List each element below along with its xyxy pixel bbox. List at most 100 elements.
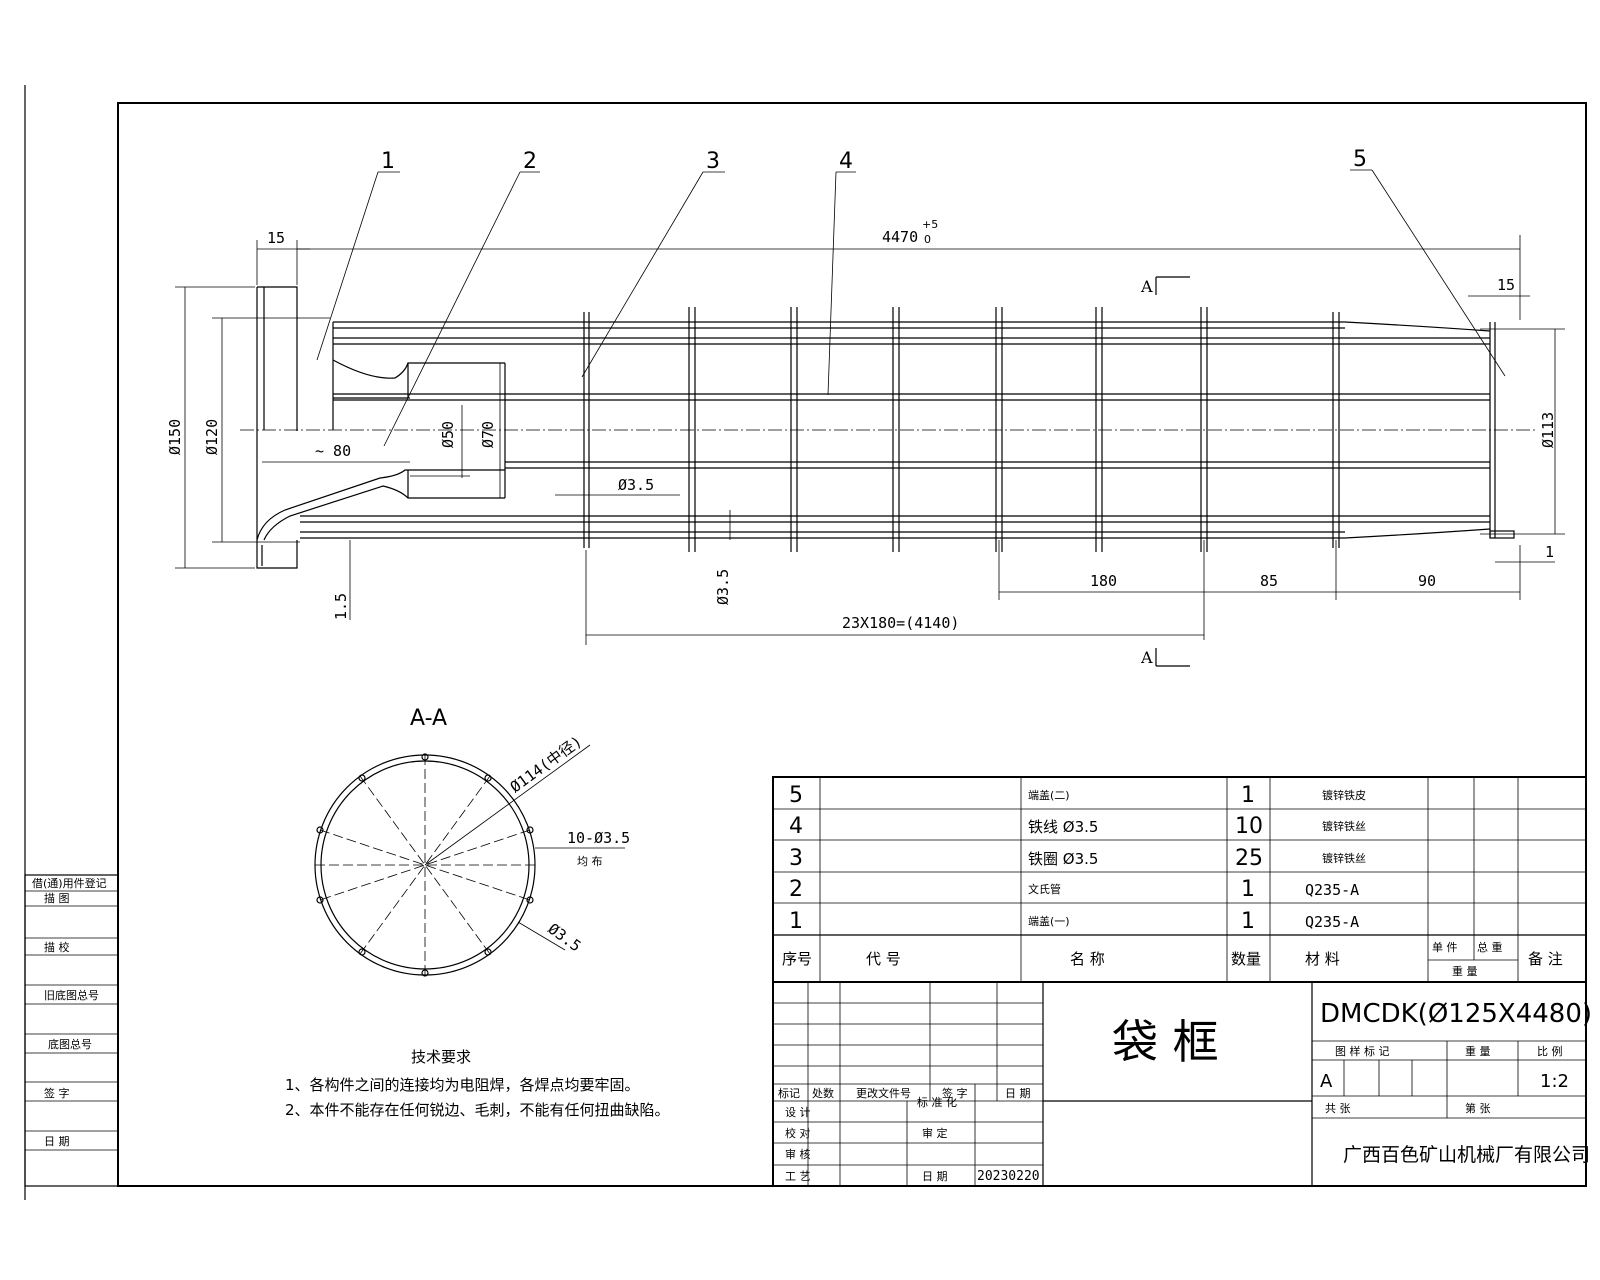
- bom-seq: 4: [789, 814, 803, 839]
- section-mark-bottom: A: [1140, 648, 1153, 667]
- dim-90: 90: [1418, 572, 1436, 590]
- role-label: 审 核: [785, 1147, 811, 1161]
- role-label: 日 期: [922, 1170, 948, 1183]
- dim-right-flange: 15: [1497, 276, 1515, 294]
- bom-table: 5 端盖(二) 1 镀锌铁皮 4 铁线 Ø3.5 10 镀锌铁丝 3 铁圈 Ø3…: [772, 776, 1587, 983]
- side-label: 描 校: [44, 940, 70, 954]
- bom-qty: 1: [1241, 877, 1255, 902]
- role-label: 校 对: [785, 1126, 811, 1140]
- main-view: [240, 286, 1535, 569]
- role-label: 标 准 化: [917, 1095, 957, 1109]
- dim-overall: 4470: [882, 228, 918, 246]
- balloon-2: 2: [523, 149, 537, 174]
- bom-row: 3 铁圈 Ø3.5 25 镀锌铁丝: [789, 846, 1366, 871]
- rev-header: 日 期: [1005, 1087, 1031, 1100]
- dim-180: 180: [1090, 572, 1117, 590]
- bom-header-weight: 重 量: [1452, 964, 1478, 978]
- bom-seq: 5: [789, 783, 803, 808]
- tech-line-1: 1、各构件之间的连接均为电阻焊，各焊点均要牢固。: [285, 1076, 640, 1094]
- title-block: 标记 处数 更改文件号 签 字 日 期 设 计 校 对 审 核 工 艺 标 准 …: [772, 981, 1592, 1187]
- side-label: 底图总号: [48, 1037, 92, 1051]
- dim-tol-upper: +5: [922, 218, 938, 231]
- bom-header-seq: 序号: [782, 950, 812, 968]
- sheet-border: [24, 85, 1587, 1200]
- stage-value: A: [1320, 1071, 1333, 1092]
- bom-header-code: 代 号: [866, 950, 901, 968]
- bom-header-unit-weight: 单 件: [1432, 941, 1458, 954]
- dim-wire-b: Ø3.5: [714, 569, 732, 605]
- scale-value: 1:2: [1540, 1071, 1569, 1092]
- bom-row: 5 端盖(二) 1 镀锌铁皮: [789, 783, 1366, 808]
- dim-d113: Ø113: [1539, 412, 1557, 448]
- bom-name: 端盖(一): [1028, 914, 1070, 928]
- dim-d150: Ø150: [166, 419, 184, 455]
- part-name: 袋 框: [1112, 1015, 1219, 1069]
- dim-wire-a: Ø3.5: [618, 476, 654, 494]
- bom-name: 端盖(二): [1028, 788, 1070, 802]
- balloon-3: 3: [706, 149, 720, 174]
- dim-left-flange: 15: [267, 229, 285, 247]
- bom-name: 铁线 Ø3.5: [1028, 818, 1098, 836]
- section-holes-note: 均 布: [577, 855, 603, 868]
- balloons: 1 2 3 4 5: [316, 147, 1506, 447]
- bom-material: 镀锌铁丝: [1322, 819, 1366, 833]
- bom-qty: 1: [1241, 783, 1255, 808]
- section-title: A-A: [410, 706, 447, 731]
- bom-header-name: 名 称: [1070, 950, 1105, 968]
- bom-header-qty: 数量: [1231, 950, 1261, 968]
- drawing-no: DMCDK(Ø125X4480): [1320, 999, 1592, 1029]
- tech-requirements: 技术要求 1、各构件之间的连接均为电阻焊，各焊点均要牢固。 2、本件不能存在任何…: [285, 1048, 670, 1119]
- dim-d70: Ø70: [479, 421, 497, 448]
- dim-d120: Ø120: [203, 419, 221, 455]
- sheet-no: 第 张: [1465, 1101, 1491, 1115]
- balloon-1: 1: [381, 149, 395, 174]
- dim-gap: 1: [1545, 543, 1554, 561]
- bom-material: 镀锌铁皮: [1322, 788, 1366, 802]
- dim-85: 85: [1260, 572, 1278, 590]
- stage-label: 图 样 标 记: [1335, 1044, 1390, 1058]
- bom-header-material: 材 料: [1305, 950, 1340, 968]
- dim-thick: 1.5: [332, 593, 350, 620]
- bom-material: Q235-A: [1305, 881, 1359, 899]
- dim-tol-lower: 0: [924, 233, 931, 246]
- wire-holes: [316, 753, 534, 977]
- bom-material: Q235-A: [1305, 913, 1359, 931]
- dim-approx80: ~ 80: [315, 442, 351, 460]
- date-value: 20230220: [977, 1169, 1040, 1184]
- bom-header: 序号 代 号 名 称 数量 材 料 单 件 总 重 重 量 备 注: [782, 940, 1563, 978]
- side-label: 签 字: [44, 1086, 70, 1100]
- role-label: 审 定: [922, 1126, 948, 1140]
- rev-header: 更改文件号: [856, 1086, 911, 1100]
- side-table: 借(通)用件登记 描 图 描 校 旧底图总号 底图总号 签 字 日 期: [24, 874, 119, 1187]
- tech-line-2: 2、本件不能存在任何锐边、毛刺，不能有任何扭曲缺陷。: [285, 1101, 670, 1119]
- tech-title: 技术要求: [411, 1048, 471, 1066]
- side-label: 旧底图总号: [44, 988, 99, 1002]
- rev-header: 处数: [812, 1087, 834, 1100]
- bom-row: 4 铁线 Ø3.5 10 镀锌铁丝: [789, 814, 1366, 839]
- rings: [583, 307, 1340, 552]
- bom-qty: 25: [1235, 846, 1263, 871]
- side-label: 描 图: [44, 891, 70, 905]
- bom-row: 2 文氏管 1 Q235-A: [789, 877, 1359, 902]
- dimensions: 4470 +5 0 15 15 Ø150 Ø120 Ø50 Ø70 ~ 80 Ø…: [166, 218, 1565, 645]
- balloon-4: 4: [839, 149, 853, 174]
- role-label: 设 计: [785, 1106, 811, 1119]
- bom-seq: 2: [789, 877, 803, 902]
- scale-label: 比 例: [1537, 1044, 1563, 1058]
- section-aa: A-A Ø114(中径) 10-Ø3.5 均 布 Ø3: [314, 706, 630, 977]
- role-label: 工 艺: [785, 1170, 811, 1183]
- bom-name: 文氏管: [1028, 882, 1061, 896]
- rev-header: 签 字: [942, 1086, 968, 1100]
- bom-row: 1 端盖(一) 1 Q235-A: [789, 909, 1359, 934]
- bom-header-total-weight: 总 重: [1477, 940, 1503, 954]
- rev-header: 标记: [778, 1086, 800, 1100]
- section-holes: 10-Ø3.5: [567, 829, 630, 847]
- bom-header-remark: 备 注: [1528, 950, 1563, 968]
- side-label: 借(通)用件登记: [32, 876, 107, 890]
- bom-qty: 1: [1241, 909, 1255, 934]
- bom-seq: 1: [789, 909, 803, 934]
- section-d114: Ø114(中径): [507, 732, 586, 796]
- section-marks: A A: [1140, 276, 1190, 667]
- bom-seq: 3: [789, 846, 803, 871]
